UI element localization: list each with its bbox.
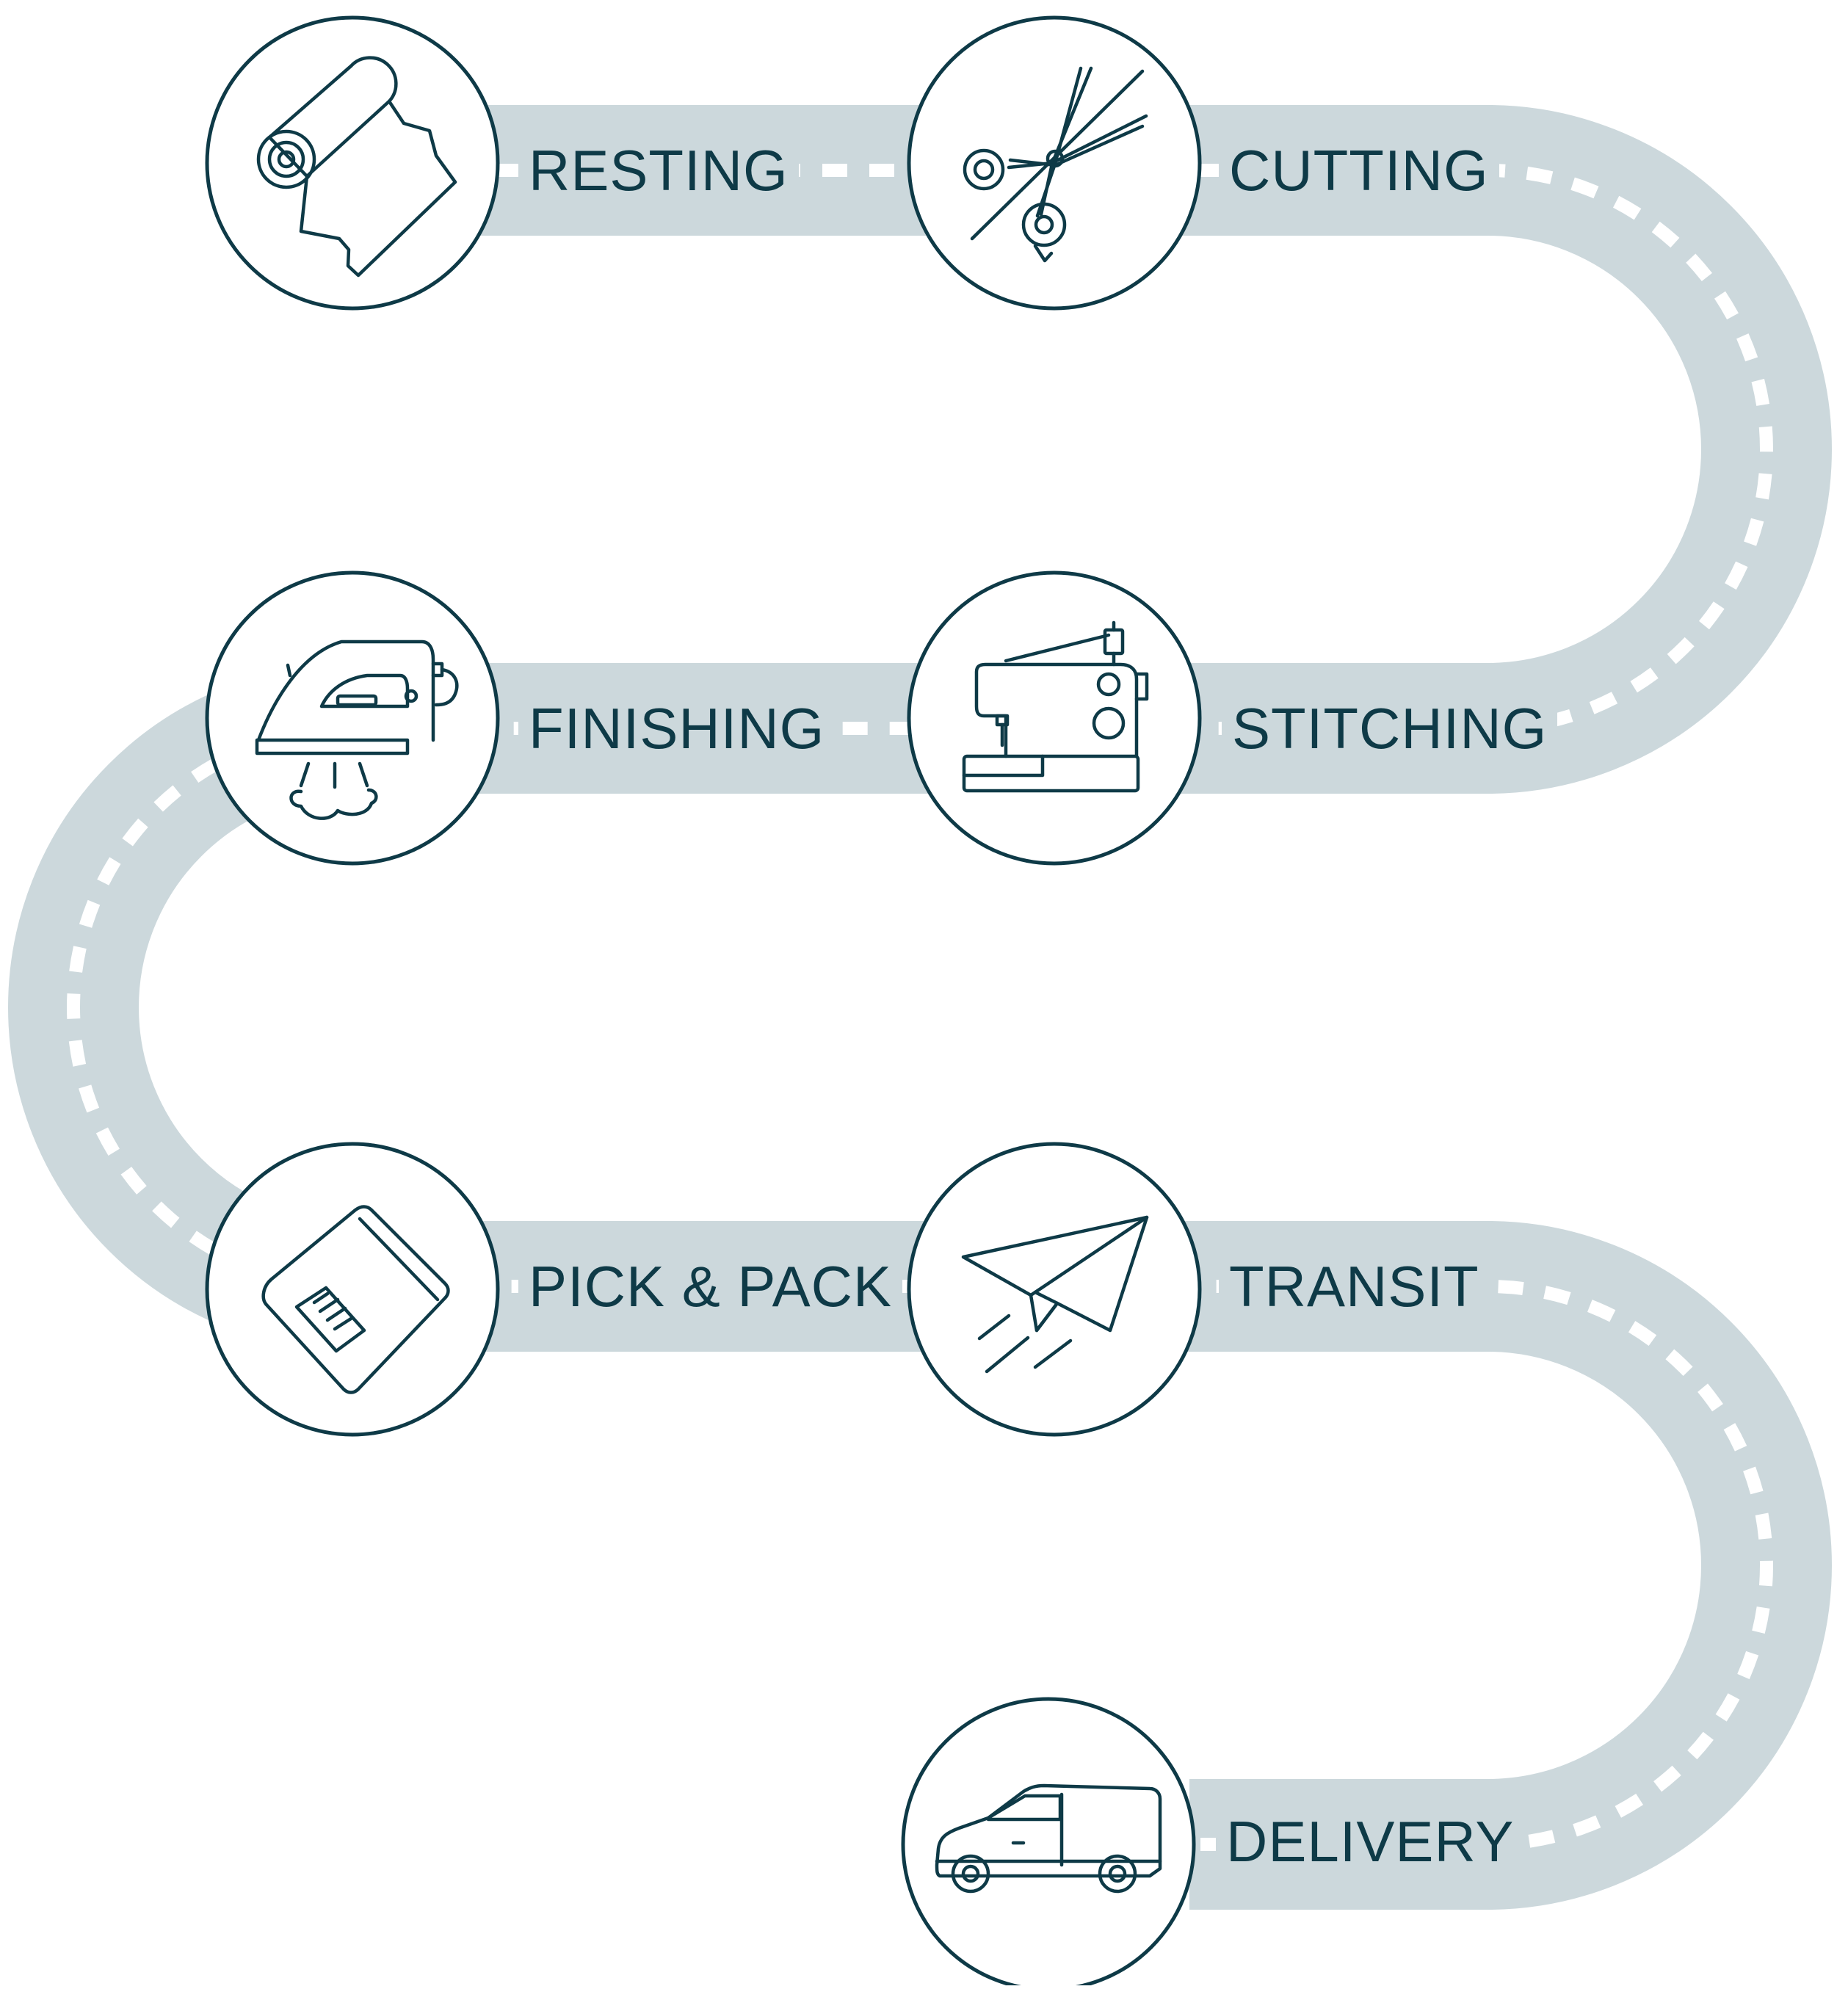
- step-circle-resting: [205, 15, 500, 311]
- step-circle-stitching: [907, 570, 1202, 866]
- step-circle-delivery: [901, 1697, 1196, 1989]
- step-label-transit: TRANSIT: [1219, 1250, 1490, 1325]
- package-icon: [261, 1205, 450, 1394]
- step-label-delivery: DELIVERY: [1216, 1805, 1525, 1880]
- step-label-pick-pack: PICK & PACK: [518, 1250, 903, 1325]
- step-label-finishing: FINISHING: [518, 692, 836, 767]
- step-circle-pick-pack: [205, 1142, 500, 1437]
- road-center-dashes: [67, 164, 1773, 1851]
- iron-icon: [255, 640, 459, 820]
- step-label-resting: RESTING: [518, 134, 799, 209]
- step-label-stitching: STITCHING: [1222, 692, 1558, 767]
- step-circle-transit: [907, 1142, 1202, 1437]
- road-band: [8, 105, 1832, 1910]
- delivery-van-icon: [935, 1783, 1162, 1894]
- sewing-machine-icon: [962, 620, 1149, 793]
- fabric-roll-icon: [256, 56, 457, 278]
- step-label-cutting: CUTTING: [1219, 134, 1499, 209]
- paper-plane-icon: [961, 1215, 1149, 1374]
- scissors-icon: [963, 66, 1148, 263]
- step-circle-finishing: [205, 570, 500, 866]
